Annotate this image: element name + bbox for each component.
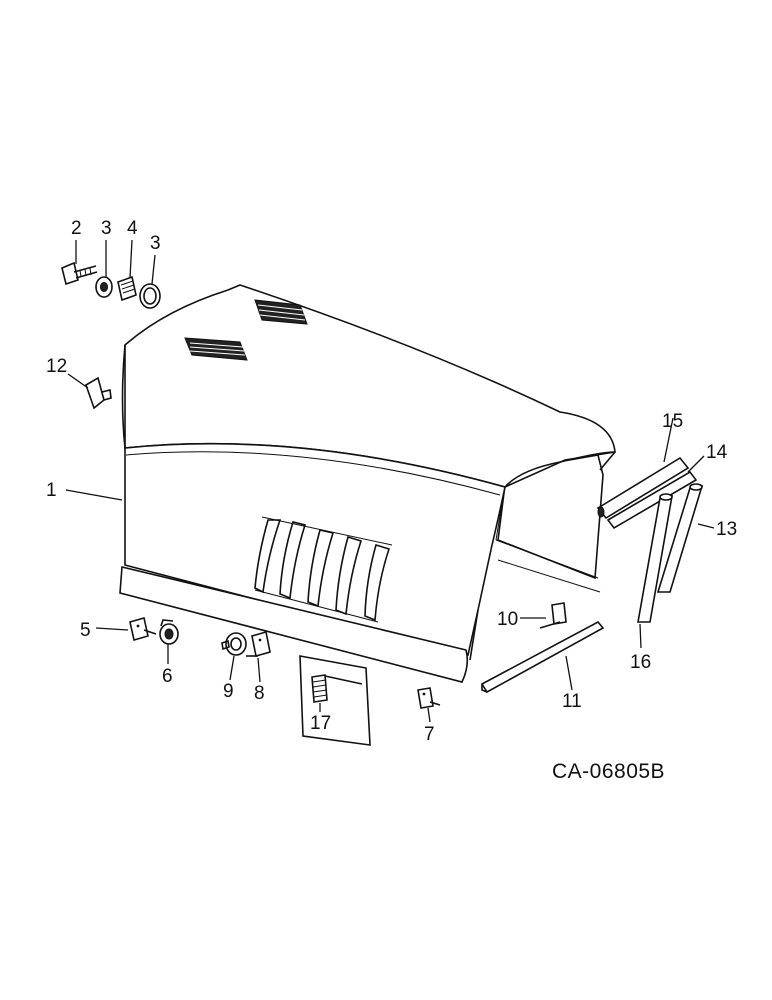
callout-11: 11: [562, 691, 582, 712]
knob-part: [221, 632, 247, 656]
callout-9: 9: [223, 681, 234, 702]
callout-5: 5: [80, 620, 91, 641]
callout-13: 13: [716, 519, 737, 540]
washer-part-b: [139, 283, 161, 309]
callout-8: 8: [254, 683, 265, 704]
washer-part-a: [95, 276, 113, 298]
bracket-part-7: [417, 687, 441, 709]
bumper-part: [85, 376, 112, 410]
callout-6: 6: [162, 666, 173, 687]
spring-part: [117, 275, 137, 302]
callout-7: 7: [424, 724, 435, 745]
callout-3a: 3: [101, 218, 112, 239]
callout-2: 2: [71, 218, 82, 239]
callout-16: 16: [630, 652, 651, 673]
seal-strip-part-15: [596, 456, 690, 520]
bracket-part-8: [246, 630, 271, 658]
callout-4: 4: [127, 218, 138, 239]
seal-post-part-16: [637, 493, 673, 623]
drawing-reference: CA-06805B: [552, 760, 665, 783]
leader-lines: [65, 239, 715, 723]
bar-part: [480, 620, 605, 694]
side-louvers: [254, 516, 393, 623]
top-vent-front: [184, 337, 248, 361]
seal-strip-part-14: [606, 470, 698, 530]
callout-10: 10: [497, 609, 518, 630]
callout-12: 12: [46, 356, 67, 377]
grommet-part: [159, 619, 179, 645]
spring-clip-part: [299, 655, 371, 746]
top-vent-rear: [254, 299, 308, 325]
callout-15: 15: [662, 411, 683, 432]
bracket-part-5: [129, 616, 157, 642]
callout-14: 14: [706, 442, 728, 463]
bolt-part: [61, 261, 98, 286]
callout-3b: 3: [150, 233, 161, 254]
callout-17: 17: [310, 713, 331, 734]
hood-part: [119, 284, 616, 683]
callout-1: 1: [46, 480, 57, 501]
bracket-part-10: [539, 602, 567, 629]
seal-post-part-13: [656, 483, 704, 593]
